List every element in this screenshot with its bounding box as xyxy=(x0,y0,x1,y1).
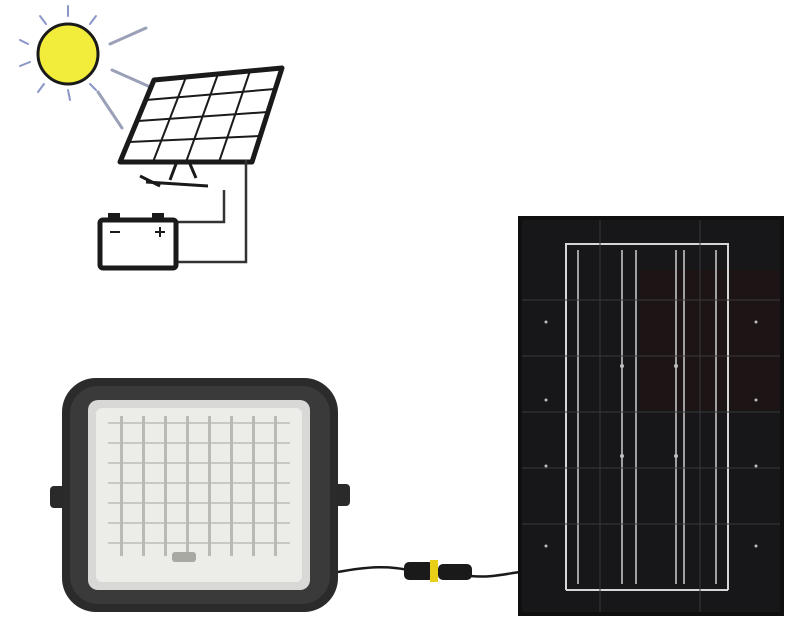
solar-panel-icon xyxy=(117,65,285,188)
battery-icon xyxy=(97,213,179,271)
solar-panel-photo xyxy=(518,216,784,616)
wiring xyxy=(176,160,248,264)
sun-icon xyxy=(19,5,150,130)
led-floodlight xyxy=(50,378,350,612)
led-array xyxy=(108,422,290,544)
connector-cable xyxy=(337,560,521,582)
